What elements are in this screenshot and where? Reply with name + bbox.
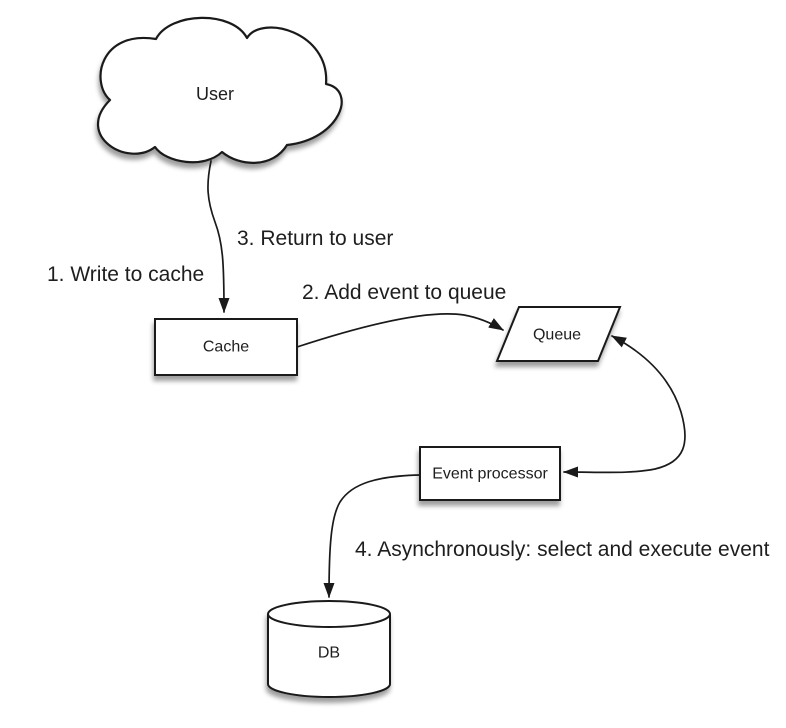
node-cache: Cache [154,318,298,376]
event-processor-node-label: Event processor [432,466,548,483]
step1-write-to-cache-label: 1. Write to cache [47,263,204,286]
db-cylinder-body-shape [267,614,391,698]
event-processor-box-shape [419,446,561,501]
db-node-label: DB [318,645,340,662]
db-cylinder-top-shape [267,600,391,628]
node-user: User [96,16,343,164]
queue-node-label: Queue [533,327,581,344]
user-cloud-shape [96,16,343,164]
edge-user-to-cache [207,160,230,313]
node-queue: Queue [495,306,622,362]
step3-return-to-user-label: 3. Return to user [237,227,393,250]
node-event-processor: Event processor [419,446,561,501]
edge-cache-to-queue [296,313,504,348]
edge-queue-event-processor [563,335,686,478]
cache-node-label: Cache [203,339,249,356]
step4-asynchronously-label: 4. Asynchronously: select and execute ev… [355,538,770,561]
user-node-label: User [196,84,234,104]
step2-add-event-to-queue-label: 2. Add event to queue [302,281,506,304]
node-db: DB [267,600,391,698]
edge-event-processor-to-db [323,474,421,598]
